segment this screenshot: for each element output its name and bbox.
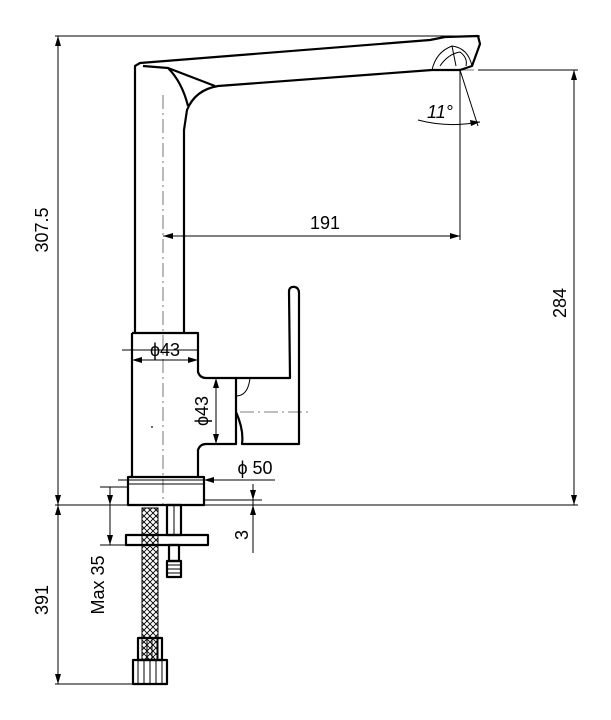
centerlines (162, 69, 478, 505)
under-deck-assembly (55, 503, 578, 686)
tap-spout (133, 34, 482, 333)
dimension-plate-thickness: 3 (204, 484, 262, 553)
dimension-body-diameter-top: ϕ43 (122, 340, 198, 363)
dim-label-spout-angle: 11° (427, 102, 453, 122)
dim-label-spout-reach: 191 (310, 213, 340, 233)
tap-lever-handle (234, 285, 301, 446)
dimension-outlet-height: 284 (478, 69, 578, 505)
dim-label-hose-length: 391 (32, 585, 52, 615)
dimension-spout-angle: 11° (417, 69, 481, 127)
dimension-max-deck-thickness: Max 35 (88, 486, 128, 615)
dim-label-body-diameter-top: ϕ43 (150, 340, 180, 360)
dimension-spout-reach: 191 (163, 70, 461, 240)
dimension-body-diameter-side: ϕ43 (192, 377, 236, 445)
dim-label-total-height: 307.5 (32, 207, 52, 252)
dim-label-body-diameter-side: ϕ43 (192, 396, 212, 426)
tap-body (126, 331, 238, 507)
dim-label-base-diameter: ϕ 50 (237, 458, 272, 478)
dimension-hose-length: 391 (32, 505, 135, 685)
dim-label-outlet-height: 284 (550, 288, 570, 318)
dimension-total-height: 307.5 (32, 35, 480, 505)
dim-label-max-deck-thickness: Max 35 (88, 555, 108, 614)
dim-label-plate-thickness: 3 (232, 530, 252, 540)
dimension-base-diameter: ϕ 50 (118, 458, 275, 486)
